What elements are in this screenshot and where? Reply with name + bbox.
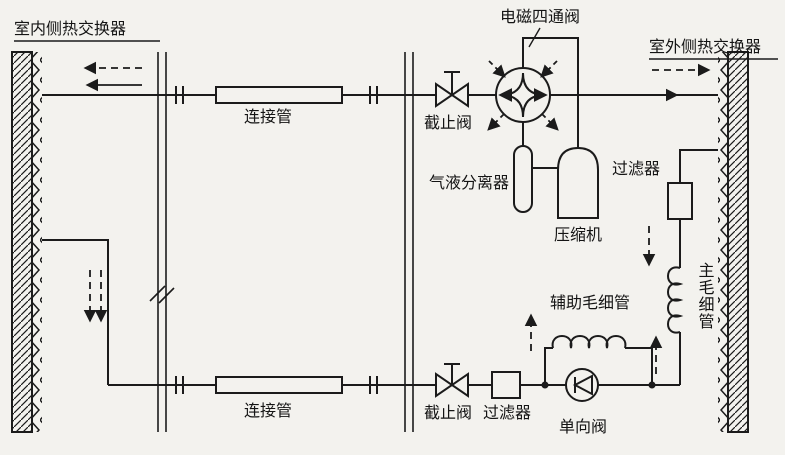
pipe-couplers	[175, 86, 378, 394]
label-compressor: 压缩机	[554, 226, 602, 244]
label-check-valve: 单向阀	[559, 418, 607, 436]
label-filter-right: 过滤器	[612, 160, 660, 178]
flow-arrow-4way-ne	[540, 60, 558, 78]
stop-valve-top-left-wedge	[435, 82, 454, 108]
label-aux-capillary: 辅助毛细管	[550, 294, 630, 312]
stop-valve-top	[435, 71, 469, 108]
label-indoor-hx: 室内侧热交换器	[14, 20, 126, 38]
indoor-liquid-line	[42, 239, 109, 385]
stop-valve-bottom-left-wedge	[435, 372, 454, 398]
label-pointers	[14, 27, 778, 60]
label-main-capillary: 主毛细管	[696, 262, 715, 330]
indoor-hx-fins	[32, 52, 42, 432]
check-valve-flow-triangle	[572, 374, 593, 396]
boundary-break-mark-2	[158, 287, 175, 304]
indoor-heat-exchanger	[11, 51, 42, 433]
label-connecting-pipe-top: 连接管	[244, 108, 292, 126]
check-valve-body	[565, 368, 599, 402]
flow-arrow-4way-nw	[488, 60, 506, 78]
check-valve	[565, 368, 599, 402]
stop-valve-bottom-right-wedge	[450, 372, 469, 398]
four-way-valve	[495, 67, 551, 123]
flow-arrow-4way-se	[541, 113, 559, 131]
flow-arrow-4way-sw	[487, 113, 505, 131]
aux-branch-left	[544, 347, 553, 385]
label-outdoor-hx: 室外侧热交换器	[649, 38, 761, 56]
gas-liquid-separator-body	[513, 145, 533, 213]
flow-arrows	[83, 60, 711, 374]
stop-valve-top-right-wedge	[450, 82, 469, 108]
label-stop-valve-bottom: 截止阀	[424, 404, 472, 422]
main-capillary-coil	[667, 266, 684, 334]
label-connecting-pipe-bottom: 连接管	[244, 402, 292, 420]
outdoor-hx-fins	[718, 52, 728, 432]
indoor-hx-coil-body	[11, 51, 33, 433]
components	[11, 51, 749, 433]
connecting-pipe-top	[215, 86, 343, 104]
compressor-discharge-line	[522, 37, 579, 148]
filter-bottom-body	[491, 371, 521, 399]
aux-branch-right	[625, 347, 653, 385]
compressor-body	[557, 146, 599, 219]
diagram-labels: 室内侧热交换器 室外侧热交换器 连接管 连接管 截止阀 截止阀 电磁四通阀 气液…	[14, 8, 761, 436]
four-way-valve-label-pointer	[528, 27, 541, 48]
boundary-break-mark-1	[149, 285, 166, 302]
aux-capillary-coil	[551, 335, 627, 349]
label-filter-bottom: 过滤器	[483, 404, 531, 422]
pipe-network	[42, 37, 718, 386]
filter-right-body	[667, 182, 693, 220]
outdoor-heat-exchanger	[718, 51, 749, 433]
four-way-valve-body	[495, 67, 551, 123]
outdoor-hx-coil-body	[727, 51, 749, 433]
connecting-pipe-bottom	[215, 376, 343, 394]
unit-boundaries	[149, 52, 414, 432]
junction-dot-right	[648, 381, 656, 389]
four-way-valve-passage-4	[500, 72, 524, 96]
label-stop-valve-top: 截止阀	[424, 114, 472, 132]
label-four-way-valve: 电磁四通阀	[500, 8, 580, 26]
stop-valve-bottom	[435, 363, 469, 398]
outdoor-filter-line	[679, 149, 718, 183]
junction-dot-left	[541, 381, 549, 389]
label-gas-liquid-separator: 气液分离器	[429, 174, 509, 192]
